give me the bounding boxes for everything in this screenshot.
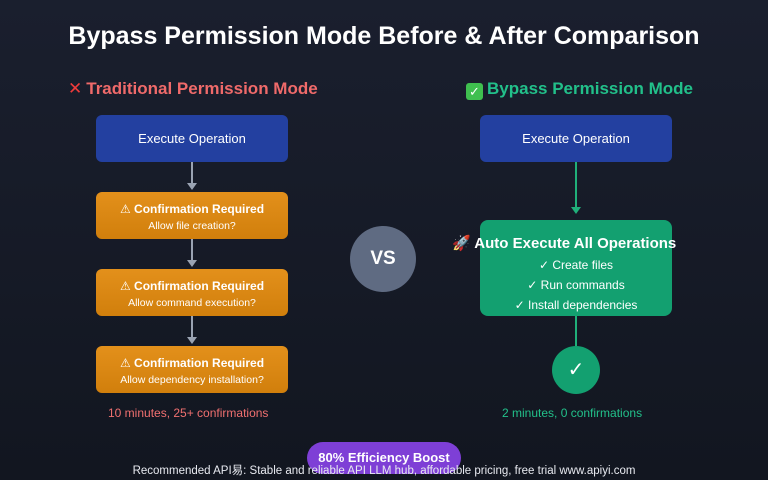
left-column-heading: ✕Traditional Permission Mode (68, 79, 318, 99)
auto-execute-title: 🚀 Auto Execute All Operations (452, 235, 677, 252)
left-execute-operation-box: Execute Operation (96, 115, 288, 162)
done-check-icon: ✓ (552, 346, 600, 394)
left-arrow-3-head (187, 337, 197, 344)
auto-execute-item: ✓ Install dependencies (514, 298, 638, 312)
right-column-heading: ✓Bypass Permission Mode (466, 79, 693, 100)
confirmation-title: ⚠ Confirmation Required (119, 202, 265, 216)
left-stat: 10 minutes, 25+ confirmations (108, 406, 269, 420)
left-arrow-1 (191, 162, 193, 184)
confirmation-title: ⚠ Confirmation Required (119, 356, 265, 370)
confirmation-box-1: ⚠ Confirmation Required Allow file creat… (96, 192, 288, 239)
confirmation-detail: Allow dependency installation? (120, 374, 264, 386)
left-arrow-2 (191, 239, 193, 261)
auto-execute-box: 🚀 Auto Execute All Operations ✓ Create f… (452, 220, 676, 316)
confirmation-detail: Allow command execution? (128, 297, 256, 309)
right-execute-operation-box: Execute Operation (480, 115, 672, 162)
left-arrow-1-head (187, 183, 197, 190)
right-arrow-1-head (571, 207, 581, 214)
confirmation-detail: Allow file creation? (148, 220, 236, 232)
auto-execute-item: ✓ Run commands (527, 278, 625, 292)
left-arrow-2-head (187, 260, 197, 267)
page-title: Bypass Permission Mode Before & After Co… (68, 22, 700, 50)
right-heading-text: Bypass Permission Mode (487, 79, 693, 98)
auto-execute-item: ✓ Create files (538, 258, 614, 272)
footer-text: Recommended API易: Stable and reliable AP… (132, 465, 636, 477)
efficiency-badge: 80% Efficiency Boost (307, 442, 461, 474)
cross-mark-icon: ✕ (68, 79, 83, 98)
right-stat: 2 minutes, 0 confirmations (502, 406, 643, 420)
right-arrow-2 (575, 316, 577, 346)
left-heading-text: Traditional Permission Mode (86, 79, 318, 98)
confirmation-title: ⚠ Confirmation Required (119, 279, 265, 293)
right-arrow-1 (575, 162, 577, 208)
check-mark-icon: ✓ (466, 83, 483, 100)
left-arrow-3 (191, 316, 193, 338)
vs-circle: VS (350, 226, 416, 292)
confirmation-box-2: ⚠ Confirmation Required Allow command ex… (96, 269, 288, 316)
confirmation-box-3: ⚠ Confirmation Required Allow dependency… (96, 346, 288, 393)
